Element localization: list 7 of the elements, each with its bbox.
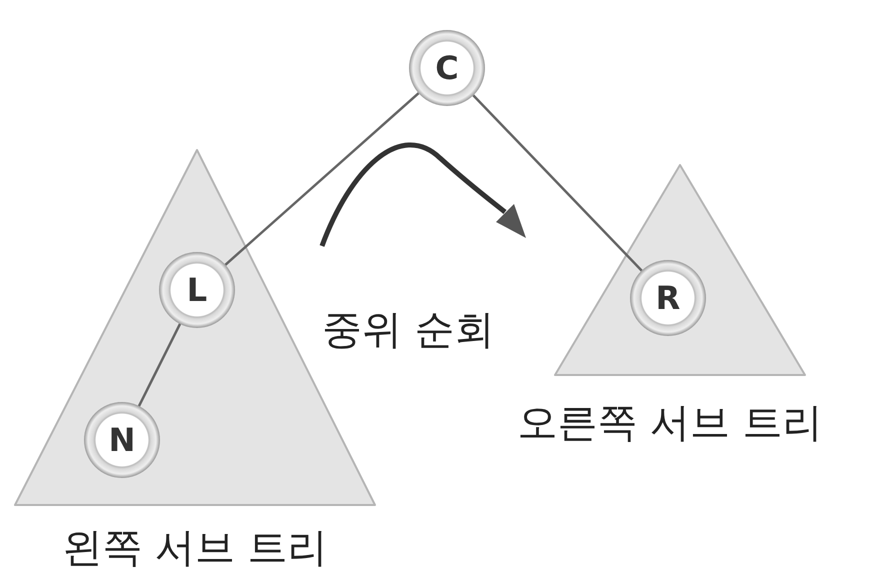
tree-edge (138, 323, 182, 407)
tree-edge (224, 92, 420, 266)
traversal-label: 중위 순회 (322, 306, 495, 355)
subtree-label: 오른쪽 서브 트리 (516, 399, 824, 448)
subtree-label: 왼쪽 서브 트리 (61, 524, 329, 573)
tree-edge (472, 94, 643, 272)
tree-node-circle: C (409, 30, 485, 106)
